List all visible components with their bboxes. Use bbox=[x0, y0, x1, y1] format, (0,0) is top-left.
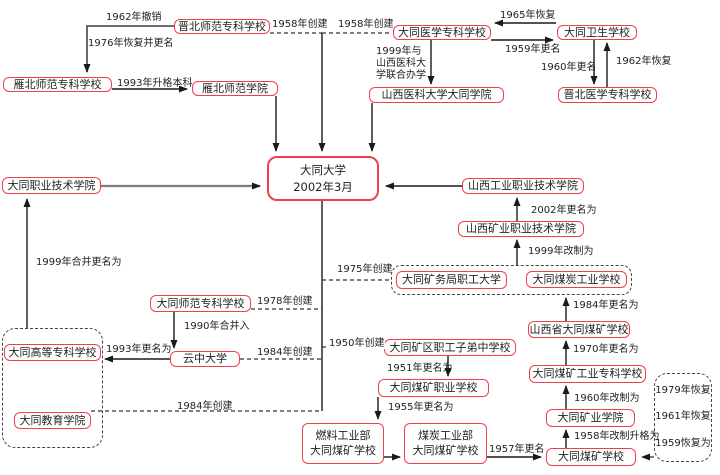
label-1950-chuangjian: 1950年创建 bbox=[328, 338, 386, 349]
node-coal-school: 大同煤矿学校 bbox=[546, 448, 636, 466]
label-1959-gengming: 1959年更名 bbox=[505, 44, 561, 55]
node-datong-medical: 大同医学专科学校 bbox=[393, 25, 491, 40]
note-1979-huifu: 1979年恢复 bbox=[655, 385, 711, 396]
node-fuel-ministry-school: 燃料工业部 大同煤矿学校 bbox=[302, 423, 384, 464]
group-datong-gaozhuan bbox=[2, 328, 103, 448]
label-1978-chuangjian: 1978年创建 bbox=[257, 296, 313, 307]
node-datong-gaodeng: 大同高等专科学校 bbox=[4, 344, 101, 361]
label-1993-shengge: 1993年升格本科 bbox=[117, 78, 193, 89]
label-1976-huifu: 1976年恢复并更名 bbox=[88, 38, 174, 49]
label-1957-gengming: 1957年更名 bbox=[489, 444, 545, 455]
label-1962-chexiao: 1962年撤销 bbox=[106, 12, 162, 23]
node-coal-ministry-school: 煤炭工业部 大同煤矿学校 bbox=[404, 423, 487, 464]
node-mine-staff-university: 大同矿务局职工大学 bbox=[396, 271, 507, 289]
node-datong-health: 大同卫生学校 bbox=[557, 25, 637, 40]
label-1984-bottom: 1984年创建 bbox=[177, 401, 233, 412]
label-1999-gaizhi: 1999年改制为 bbox=[528, 246, 594, 257]
node-datong-university: 大同大学 2002年3月 bbox=[267, 156, 379, 201]
label-1955-gengming: 1955年更名为 bbox=[388, 402, 454, 413]
node-jinbei-medical: 晋北医学专科学校 bbox=[558, 87, 657, 103]
note-1961-huifu: 1961年恢复 bbox=[655, 411, 711, 422]
label-1999-hebing: 1999年合并更名为 bbox=[36, 257, 122, 268]
label-1960-gaizhi: 1960年改制为 bbox=[574, 393, 640, 404]
node-shanxi-medical-datong: 山西医科大学大同学院 bbox=[369, 87, 504, 103]
label-1958-left: 1958年创建 bbox=[272, 19, 328, 30]
node-yanbei-normal-college: 雁北师范学院 bbox=[192, 81, 278, 96]
node-shanxi-mining-voc: 山西矿业职业技术学院 bbox=[458, 221, 584, 237]
label-1965-huifu: 1965年恢复 bbox=[500, 10, 556, 21]
label-1990-hebingru: 1990年合并入 bbox=[184, 321, 250, 332]
label-1999-lianhe: 1999年与 山西医科大 学联合办学 bbox=[376, 46, 426, 81]
label-1993-gengming: 1993年更名为 bbox=[106, 344, 172, 355]
label-1975-chuangjian: 1975年创建 bbox=[337, 264, 393, 275]
label-2002-gengming: 2002年更名为 bbox=[531, 205, 597, 216]
node-datong-normal-zhuanke: 大同师范专科学校 bbox=[150, 295, 251, 312]
note-1959-huifu: 1959恢复为 bbox=[655, 438, 711, 449]
node-shanxi-industry-voc: 山西工业职业技术学院 bbox=[462, 178, 584, 194]
node-yanbei-normal-zhuanke: 雁北师范专科学校 bbox=[3, 77, 112, 92]
label-1984-mid: 1984年创建 bbox=[257, 347, 313, 358]
node-shanxi-datong-coal-school: 山西省大同煤矿学校 bbox=[528, 321, 630, 338]
group-mine-schools bbox=[391, 265, 632, 295]
label-1962-huifu: 1962年恢复 bbox=[616, 56, 672, 67]
node-yunzhong-university: 云中大学 bbox=[170, 351, 240, 367]
node-coal-vocational: 大同煤矿职业学校 bbox=[378, 379, 489, 397]
label-1984-gengming: 1984年更名为 bbox=[573, 300, 639, 311]
node-datong-education: 大同教育学院 bbox=[14, 412, 91, 429]
node-mining-college: 大同矿业学院 bbox=[546, 409, 635, 427]
label-1951-gengming: 1951年更名为 bbox=[387, 363, 453, 374]
node-datong-vocational: 大同职业技术学院 bbox=[2, 177, 101, 194]
edge-1962-chexiao bbox=[83, 25, 174, 73]
group-restore-notes bbox=[654, 373, 712, 462]
label-1970-gengming: 1970年更名为 bbox=[573, 344, 639, 355]
label-1958-gaizhi: 1958年改制升格为 bbox=[574, 431, 660, 442]
label-1958-right: 1958年创建 bbox=[338, 19, 394, 30]
node-coal-industry-school: 大同煤炭工业学校 bbox=[526, 271, 627, 288]
node-coal-zhuanke: 大同煤矿工业专科学校 bbox=[529, 365, 646, 383]
node-mine-children-school: 大同矿区职工子弟中学校 bbox=[384, 339, 516, 356]
label-1960-gengming: 1960年更名 bbox=[541, 62, 597, 73]
node-jinbei-normal: 晋北师范专科学校 bbox=[174, 19, 270, 34]
